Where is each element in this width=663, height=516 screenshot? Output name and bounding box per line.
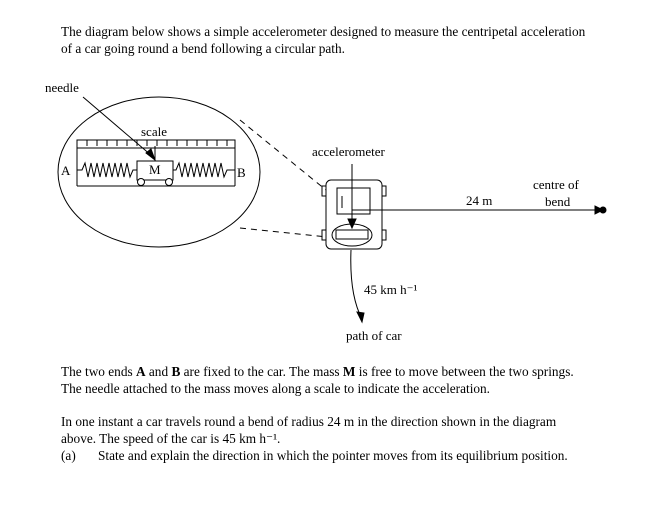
scale-rail	[76, 139, 236, 149]
scale-label: scale	[141, 124, 167, 139]
left-spring	[77, 161, 137, 179]
end-a-label: A	[61, 163, 71, 178]
wheel-left	[137, 178, 145, 186]
accelerometer-arrowhead	[347, 218, 357, 230]
question-a-label: (a)	[61, 448, 76, 463]
car-path-arrowhead	[356, 311, 365, 324]
needle-leader-line	[82, 96, 153, 157]
radius-arrowhead	[594, 205, 605, 215]
car-path-curve	[350, 249, 363, 320]
end-b-label: B	[237, 165, 246, 180]
car-wheel-rear-right	[381, 229, 387, 241]
ends-line-2: The needle attached to the mass moves al…	[61, 381, 491, 396]
ends-line-1: The two ends A and B are fixed to the ca…	[61, 364, 574, 379]
instant-line-2: above. The speed of the car is 45 km h⁻¹…	[61, 431, 281, 446]
instant-paragraph: In one instant a car travels round a ben…	[61, 413, 568, 464]
car-wheel-front-right	[381, 185, 387, 197]
centre-dot	[599, 206, 607, 214]
intro-line-2: of a car going round a bend following a …	[61, 41, 345, 56]
bold-m: M	[342, 364, 356, 379]
distance-label: 24 m	[466, 193, 493, 208]
car-accelerometer-box	[335, 229, 369, 240]
intro-line-1: The diagram below shows a simple acceler…	[61, 24, 586, 39]
question-a: (a) State and explain the direction in wh…	[61, 447, 568, 464]
car-wheel-rear-left	[321, 229, 327, 241]
magnified-view-ellipse	[57, 96, 261, 248]
ends-paragraph: The two ends A and B are fixed to the ca…	[61, 363, 574, 397]
right-spring	[173, 161, 235, 179]
instant-line-1: In one instant a car travels round a ben…	[61, 414, 557, 429]
centre-label-line-1: centre of	[533, 177, 579, 192]
mass-label: M	[149, 162, 161, 177]
needle-label: needle	[45, 80, 79, 95]
wheel-right	[165, 178, 173, 186]
question-a-text: State and explain the direction in which…	[98, 448, 568, 463]
speed-label: 45 km h⁻¹	[364, 282, 418, 297]
path-label: path of car	[346, 328, 402, 343]
intro-paragraph: The diagram below shows a simple acceler…	[61, 23, 585, 57]
projection-line-bottom	[239, 227, 328, 238]
needle-leader-arrowhead	[145, 148, 157, 162]
bold-a: A	[135, 364, 146, 379]
bold-b: B	[171, 364, 181, 379]
centre-label-line-2: bend	[545, 194, 571, 209]
projection-line-top	[239, 119, 327, 191]
car-wheel-front-left	[321, 185, 327, 197]
scale-ticks	[86, 140, 228, 146]
accelerometer-label: accelerometer	[312, 144, 385, 159]
car-body	[325, 179, 383, 250]
car-windscreen	[336, 187, 371, 215]
